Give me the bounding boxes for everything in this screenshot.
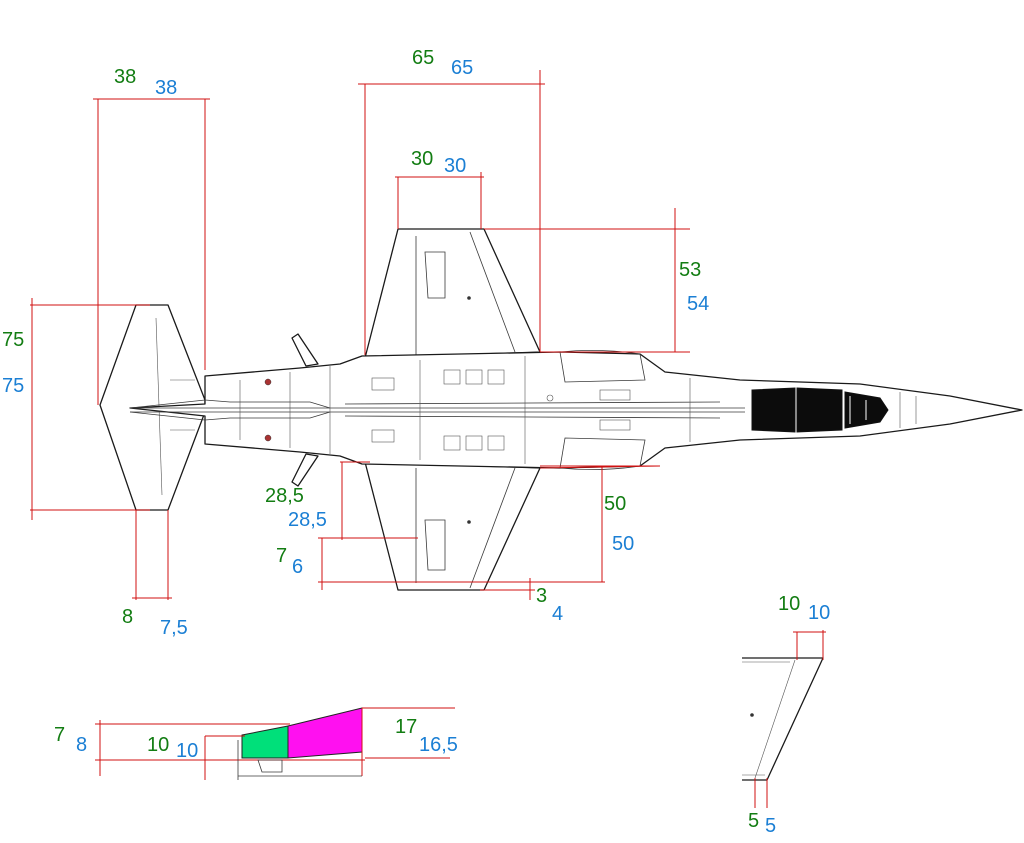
upper-wing <box>364 228 541 359</box>
label-trailing-offset-green: 3 <box>536 585 547 607</box>
label-root-offset-green: 28,5 <box>265 485 304 507</box>
label-tail-tip-green: 8 <box>122 606 133 628</box>
label-section-length-blue: 10 <box>176 740 198 762</box>
label-tip-depth-blue: 6 <box>292 556 303 578</box>
fuselage <box>129 351 1023 469</box>
label-tip-chord-blue: 30 <box>444 155 466 177</box>
label-wing-span-blue: 54 <box>687 293 709 315</box>
wingtip-detail <box>742 630 826 808</box>
section-highlight-green <box>241 725 289 759</box>
canopy <box>751 387 796 433</box>
label-tip-chord-green: 30 <box>411 148 433 170</box>
label-detail-bottom-green: 5 <box>748 810 759 832</box>
label-root-offset-blue: 28,5 <box>288 509 327 531</box>
label-tip-depth-green: 7 <box>276 545 287 567</box>
dimension-labels: 38 38 65 65 30 30 53 54 75 75 8 7,5 28,5… <box>2 47 830 837</box>
section-highlight-magenta <box>287 707 363 759</box>
label-detail-bottom-blue: 5 <box>765 815 776 837</box>
aircraft-top-view <box>99 228 1023 591</box>
label-root-span-blue: 50 <box>612 533 634 555</box>
lower-ventral-fin <box>291 453 319 487</box>
dimension-lines <box>30 70 690 600</box>
label-root-span-green: 50 <box>604 493 626 515</box>
label-wing-chord-blue: 65 <box>451 57 473 79</box>
label-tail-span-blue: 75 <box>2 375 24 397</box>
label-trailing-offset-blue: 4 <box>552 603 563 625</box>
label-wing-span-green: 53 <box>679 259 701 281</box>
label-detail-top-green: 10 <box>778 593 800 615</box>
label-detail-top-blue: 10 <box>808 602 830 624</box>
label-section-ramp-green: 17 <box>395 716 417 738</box>
label-tail-tip-blue: 7,5 <box>160 617 188 639</box>
label-section-height-green: 7 <box>54 724 65 746</box>
label-tail-chord-blue: 38 <box>155 77 177 99</box>
lower-wing <box>364 461 541 591</box>
label-tail-chord-green: 38 <box>114 66 136 88</box>
label-section-height-blue: 8 <box>76 734 87 756</box>
label-section-length-green: 10 <box>147 734 169 756</box>
label-tail-span-green: 75 <box>2 329 24 351</box>
label-section-ramp-blue: 16,5 <box>419 734 458 756</box>
section-detail <box>95 707 455 780</box>
upper-ventral-fin <box>291 333 319 367</box>
label-wing-chord-green: 65 <box>412 47 434 69</box>
